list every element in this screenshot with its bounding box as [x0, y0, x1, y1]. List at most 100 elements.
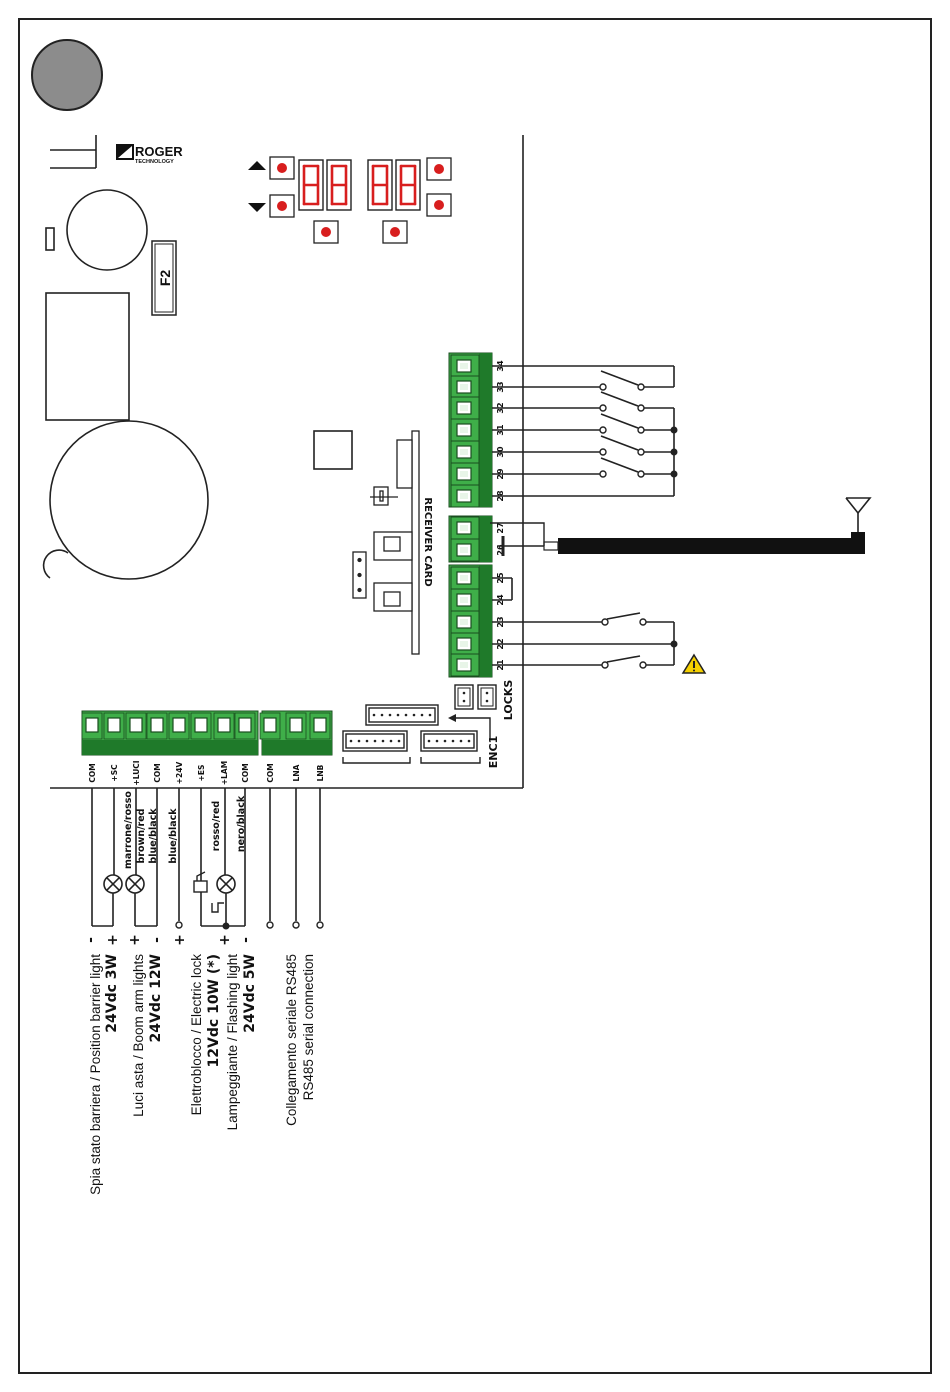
terminal-34: 34: [450, 354, 505, 378]
boom-lamp-icon: [125, 874, 145, 894]
terminal-com: COM: [234, 712, 256, 783]
locks-connectors: LOCKS: [454, 680, 515, 721]
terminal-22: 22: [450, 632, 505, 656]
receiver-card-label: RECEIVER CARD: [422, 497, 433, 586]
switch-contact: [599, 457, 645, 478]
arrow-up-icon: [248, 161, 266, 170]
caption-rs485-it: Collegamento seriale RS485: [284, 954, 299, 1126]
display-digit: [298, 159, 324, 211]
terminal-label: LNA: [292, 764, 301, 781]
polarity-sign: +: [172, 934, 188, 946]
terminal-label: +LAM: [220, 761, 229, 785]
terminal-32: 32: [450, 396, 505, 420]
terminal-psc: +SC: [103, 712, 125, 782]
terminal-lnb: LNB: [309, 712, 331, 781]
button-ok-left[interactable]: [313, 220, 339, 244]
button-bottom-right[interactable]: [426, 193, 452, 217]
roger-logo: ROGER TECHNOLOGY: [116, 144, 183, 165]
caption-electric-lock: Elettroblocco / Electric lock: [189, 954, 204, 1116]
terminal-label: COM: [88, 763, 97, 782]
antenna-icon: [845, 497, 872, 515]
antenna: [490, 497, 872, 556]
bottom-terminal-block: COM +SC +LUCI COM +24V +ES +LAM COM COM LNA LNB: [81, 710, 333, 786]
caption-position-power: 24Vdc 3W: [104, 954, 120, 1033]
terminal-com: COM: [146, 712, 168, 783]
caption-flashing-power: 24Vdc 5W: [242, 954, 258, 1033]
position-lamp-icon: [103, 874, 123, 894]
terminal-24: 24: [450, 588, 505, 612]
locks-label: LOCKS: [502, 680, 515, 721]
button-down[interactable]: [269, 194, 295, 218]
terminal-p24v: +24V: [168, 712, 190, 785]
pulse-icon: [211, 902, 224, 913]
brand-name: ROGER: [135, 144, 183, 159]
button-ok-right[interactable]: [382, 220, 408, 244]
wire-color-label: marrone/rosso: [123, 791, 134, 869]
terminal-label: +ES: [197, 765, 206, 782]
switch-contact: [599, 435, 645, 456]
load-symbols: [103, 871, 236, 913]
polarity-sign: -: [238, 937, 254, 943]
flashing-lamp-icon: [216, 874, 236, 894]
wire-color-label: rosso/red: [211, 801, 222, 851]
terminal-27: 27: [450, 516, 505, 540]
page-frame: [18, 18, 932, 1374]
display-digit: [367, 159, 393, 211]
wire-color-label: blue/black: [148, 808, 159, 864]
terminal-label: LNB: [316, 764, 325, 781]
control-board: [42, 135, 524, 789]
caption-flashing-light: Lampeggiante / Flashing light: [225, 954, 240, 1131]
button-up[interactable]: [269, 156, 295, 180]
terminal-com: COM: [81, 712, 103, 783]
brand-sub: TECHNOLOGY: [135, 159, 174, 165]
terminal-label: +LUCI: [132, 760, 141, 785]
electric-lock-icon: [193, 871, 208, 893]
receiver-card: RECEIVER CARD: [352, 430, 433, 655]
polarity-sign: -: [149, 937, 165, 943]
terminal-lna: LNA: [285, 712, 307, 781]
terminal-number: 27: [496, 522, 505, 533]
terminal-label: COM: [266, 763, 275, 782]
enc-label: ENC1: [487, 736, 500, 768]
wiring: [91, 365, 678, 930]
terminal-26: 26: [450, 538, 505, 562]
terminal-label: COM: [153, 763, 162, 782]
terminal-pluci: +LUCI: [125, 712, 147, 786]
polarity-sign: +: [105, 934, 121, 946]
terminal-label: +SC: [110, 764, 119, 782]
terminal-label: +24V: [175, 762, 184, 785]
section-badge: [31, 39, 103, 111]
caption-rs485-en: RS485 serial connection: [301, 954, 316, 1100]
switch-contact: [601, 655, 647, 669]
switch-contact: [599, 413, 645, 434]
button-top-right[interactable]: [426, 157, 452, 181]
polarity-sign: -: [83, 937, 99, 943]
enc-connectors: ENC1: [342, 704, 500, 768]
seven-segment-display: [298, 159, 421, 211]
wire-color-label: nero/black: [236, 795, 247, 852]
fuse-f2: F2: [151, 240, 177, 316]
wire-color-label: blue/black: [168, 808, 179, 864]
switch-contact: [599, 391, 645, 412]
display-panel: [248, 156, 452, 244]
terminal-number: 26: [496, 544, 505, 556]
polarity-sign: +: [217, 934, 233, 946]
terminal-plam: +LAM: [213, 712, 235, 785]
caption-boom-power: 24Vdc 12W: [148, 954, 164, 1042]
terminal-33: 33: [450, 375, 505, 399]
terminal-com: COM: [259, 712, 281, 783]
caption-boom-lights: Luci asta / Boom arm lights: [131, 954, 146, 1117]
switch-contact: [601, 612, 647, 626]
terminal-pes: +ES: [190, 712, 212, 782]
caption-electric-lock-power: 12Vdc 10W (*): [206, 954, 222, 1067]
switch-contact: [599, 370, 645, 391]
display-digit: [395, 159, 421, 211]
fuse-label: F2: [157, 270, 173, 287]
wire-color-label: brown/red: [136, 809, 147, 864]
terminal-label: COM: [241, 763, 250, 782]
arrow-down-icon: [248, 203, 266, 212]
caption-position-light: Spia stato barriera / Position barrier l…: [88, 954, 103, 1195]
polarity-sign: +: [127, 934, 143, 946]
